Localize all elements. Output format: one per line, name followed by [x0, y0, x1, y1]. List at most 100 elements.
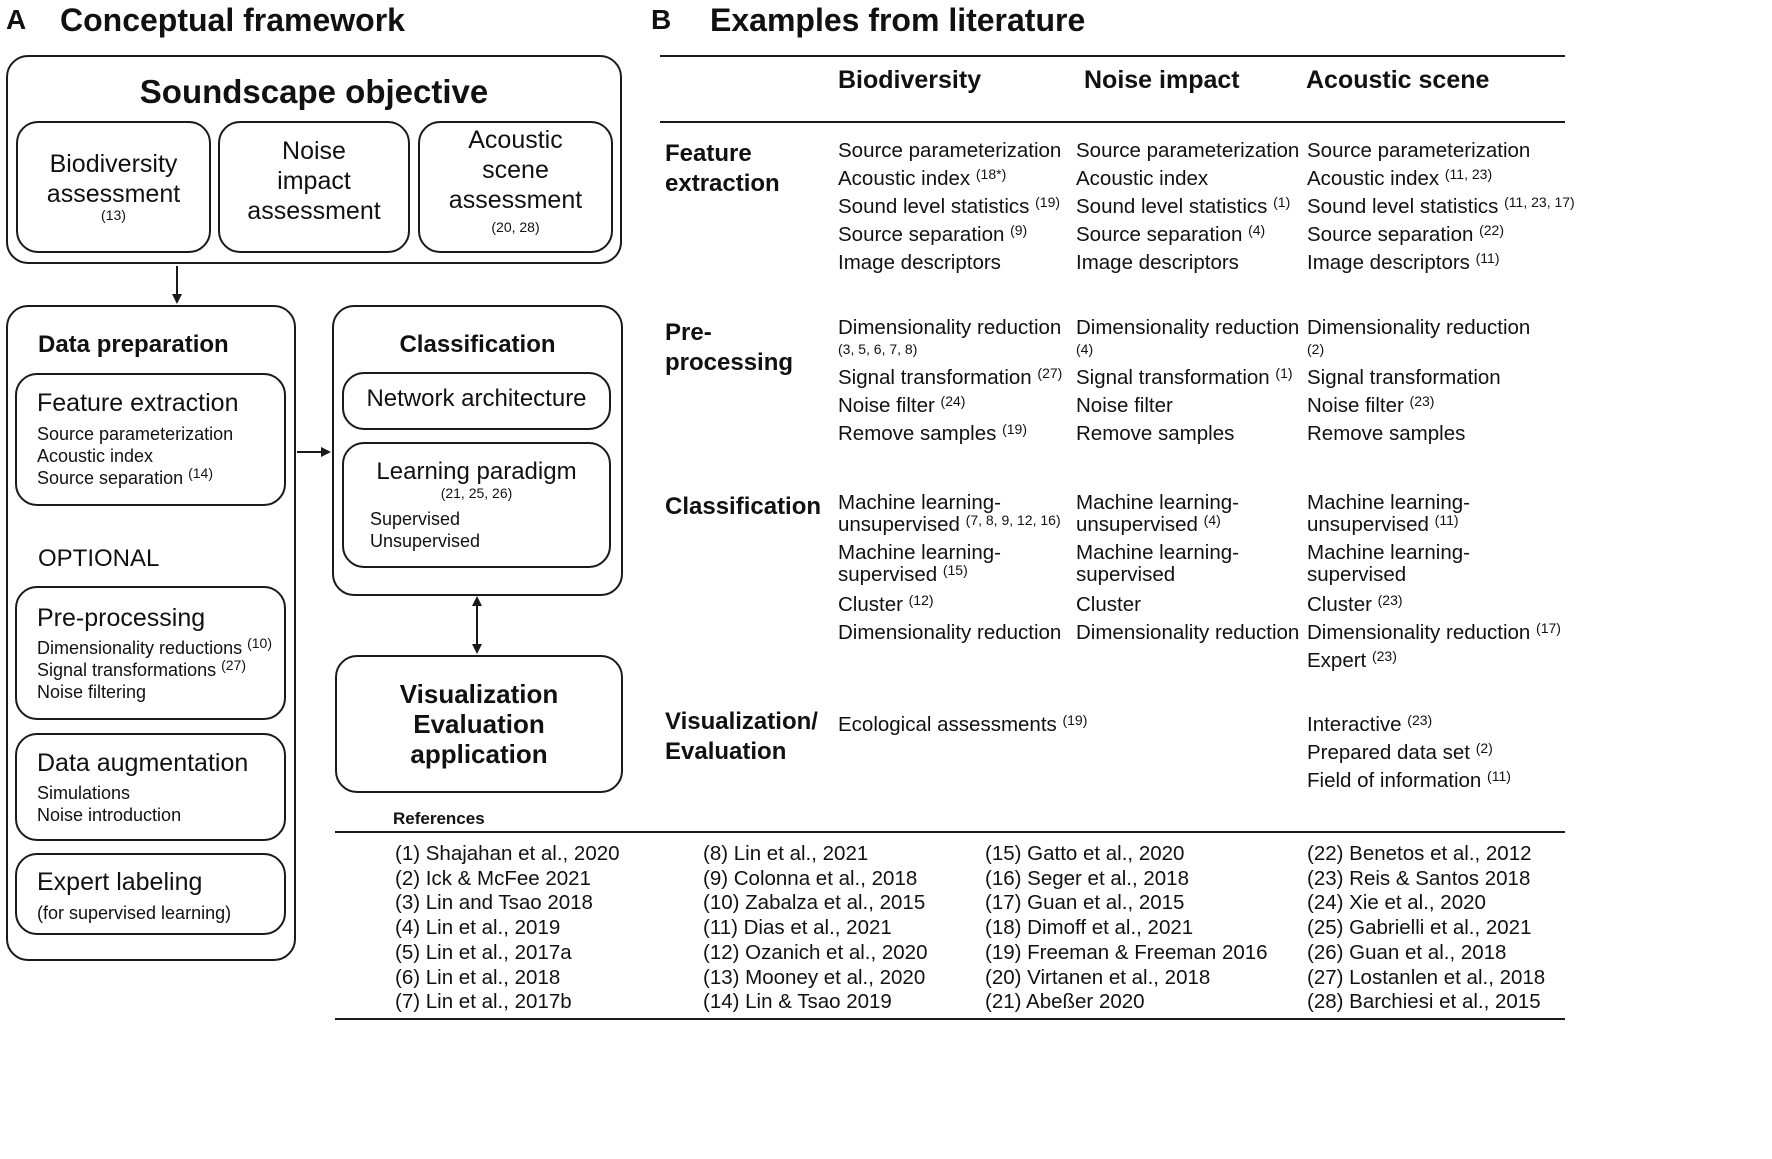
cell-ref: (1) — [1275, 365, 1293, 381]
cell-text: Sound level statistics — [1076, 195, 1268, 218]
cell-ref: (11) — [1475, 250, 1500, 266]
table-cell-item: Noise filter (24) — [838, 393, 965, 418]
table-cell-item: Machine learning-supervised — [1307, 542, 1470, 586]
table-cell-item: Signal transformation (1) — [1076, 365, 1293, 390]
references-top-rule — [335, 831, 1565, 833]
cell-text: Source parameterization — [838, 139, 1062, 162]
table-cell-item: Dimensionality reduction(2) — [1307, 317, 1530, 359]
objective-line: Noise — [282, 137, 346, 165]
table-cell-item: Source separation (22) — [1307, 222, 1504, 247]
feature-item-ref: (14) — [188, 465, 214, 481]
cell-text: Remove samples — [838, 422, 997, 445]
cell-text: Machine learning- — [1076, 541, 1239, 564]
cell-ref: (2) — [1475, 740, 1493, 756]
table-cell-item: Cluster (12) — [838, 592, 934, 617]
feature-extraction-box: Feature extraction Source parameterizati… — [15, 373, 286, 506]
pre-processing-item: Dimensionality reductions (10) — [37, 636, 272, 659]
column-header-acoustic-scene: Acoustic scene — [1306, 66, 1490, 94]
cell-text: Dimensionality reduction — [838, 316, 1062, 339]
reference-entry: (22) Benetos et al., 2012 — [1307, 842, 1532, 865]
table-cell-item: Noise filter (23) — [1307, 393, 1434, 418]
reference-entry: (19) Freeman & Freeman 2016 — [985, 940, 1268, 964]
table-cell-item: Source parameterization — [1076, 138, 1299, 163]
optional-label: OPTIONAL — [38, 545, 160, 572]
cell-text: Dimensionality reduction — [1076, 316, 1300, 339]
network-architecture-box: Network architecture — [342, 372, 611, 430]
augmentation-item: Simulations — [37, 783, 131, 803]
cell-text-continued: unsupervised — [1076, 513, 1198, 536]
cell-text: Signal transformation — [838, 366, 1032, 389]
reference-entry: (3) Lin and Tsao 2018 — [395, 891, 593, 915]
reference-entry: (10) Zabalza et al., 2015 — [703, 891, 926, 915]
cell-text: Noise filter — [1307, 394, 1404, 417]
cell-text: Remove samples — [1076, 422, 1235, 445]
table-cell-item: Source parameterization — [1307, 138, 1530, 163]
panel-a-letter: A — [6, 4, 27, 35]
reference-entry: (8) Lin et al., 2021 — [703, 842, 869, 865]
row-label-line: Feature — [665, 140, 752, 167]
panel-a-title: Conceptual framework — [60, 2, 405, 38]
cell-text: Machine learning- — [1076, 491, 1239, 514]
references-column: (8) Lin et al., 2021(9) Colonna et al., … — [703, 842, 928, 1015]
table-cell-item: Noise filter — [1076, 393, 1173, 418]
table-cell-item: Image descriptors — [1076, 250, 1239, 275]
cell-ref: (11, 23, 17) — [1504, 194, 1575, 210]
cell-text: Source separation — [1307, 223, 1474, 246]
objective-line: assessment — [448, 186, 583, 214]
biodiversity-assessment-box: Biodiversity assessment (13) — [16, 121, 211, 253]
cell-text: Acoustic index — [838, 167, 971, 190]
cell-ref: (12) — [908, 592, 934, 608]
cell-text: Dimensionality reduction — [1307, 621, 1531, 644]
reference-entry: (9) Colonna et al., 2018 — [703, 866, 918, 890]
objective-line: impact — [277, 167, 351, 195]
panel-b-letter: B — [651, 4, 672, 35]
pre-processing-title: Pre-processing — [37, 604, 206, 632]
row-label-visualization: Visualization/ Evaluation — [665, 707, 818, 767]
acoustic-scene-assessment-box: Acoustic scene assessment (20, 28) — [418, 121, 613, 253]
cell-text: Source separation — [838, 223, 1005, 246]
objective-line: scene — [482, 156, 549, 184]
cell-ref: (23) — [1407, 712, 1433, 728]
feature-item: Acoustic index — [37, 446, 154, 466]
column-header-noise-impact: Noise impact — [1084, 66, 1240, 94]
cell-text: Signal transformation — [1076, 366, 1270, 389]
objective-line: Acoustic — [468, 126, 563, 154]
pre-processing-item-text: Dimensionality reductions — [37, 638, 243, 658]
cell-ref: (11) — [1487, 768, 1511, 784]
reference-entry: (16) Seger et al., 2018 — [985, 866, 1189, 890]
table-cell-item: Remove samples — [1307, 421, 1465, 446]
feature-item: Source parameterization — [37, 424, 234, 444]
learning-paradigm-title: Learning paradigm — [376, 458, 577, 485]
cell-text: Dimensionality reduction — [1076, 621, 1300, 644]
reference-entry: (13) Mooney et al., 2020 — [703, 965, 926, 989]
table-cell-item: Acoustic index — [1076, 166, 1208, 191]
reference-entry: (14) Lin & Tsao 2019 — [703, 990, 892, 1014]
cell-ref: (11) — [1434, 512, 1459, 528]
augmentation-item: Noise introduction — [37, 805, 182, 825]
cell-text: Image descriptors — [1076, 251, 1239, 274]
cell-subref: (2) — [1307, 341, 1325, 357]
reference-entry: (18) Dimoff et al., 2021 — [985, 916, 1194, 940]
panel-b-title: Examples from literature — [710, 2, 1086, 38]
table-cell-item: Expert (23) — [1307, 648, 1397, 673]
cell-text: Noise filter — [1076, 394, 1173, 417]
table-cell-item: Source separation (4) — [1076, 222, 1265, 247]
objective-line: Biodiversity — [49, 150, 178, 178]
cell-text: Acoustic index — [1307, 167, 1440, 190]
cell-text-continued: supervised — [1307, 563, 1407, 586]
learning-paradigm-ref: (21, 25, 26) — [440, 485, 513, 501]
table-cell-item: Sound level statistics (1) — [1076, 194, 1290, 219]
cell-ref: (18*) — [975, 166, 1007, 182]
reference-entry: (28) Barchiesi et al., 2015 — [1307, 990, 1541, 1014]
cell-text: Cluster — [1307, 593, 1372, 616]
cell-text: Cluster — [1076, 593, 1141, 616]
row-label-line: Visualization/ — [665, 708, 818, 735]
reference-entry: (26) Guan et al., 2018 — [1307, 940, 1507, 964]
row-label-line: processing — [665, 349, 794, 376]
table-cell-item: Machine learning-supervised (15) — [838, 542, 1001, 586]
reference-entry: (1) Shajahan et al., 2020 — [395, 842, 620, 865]
cell-ref: (4) — [1203, 512, 1221, 528]
reference-entry: (24) Xie et al., 2020 — [1307, 891, 1486, 915]
row-label-line: Classification — [665, 493, 822, 520]
cell-ref: (23) — [1371, 648, 1397, 664]
